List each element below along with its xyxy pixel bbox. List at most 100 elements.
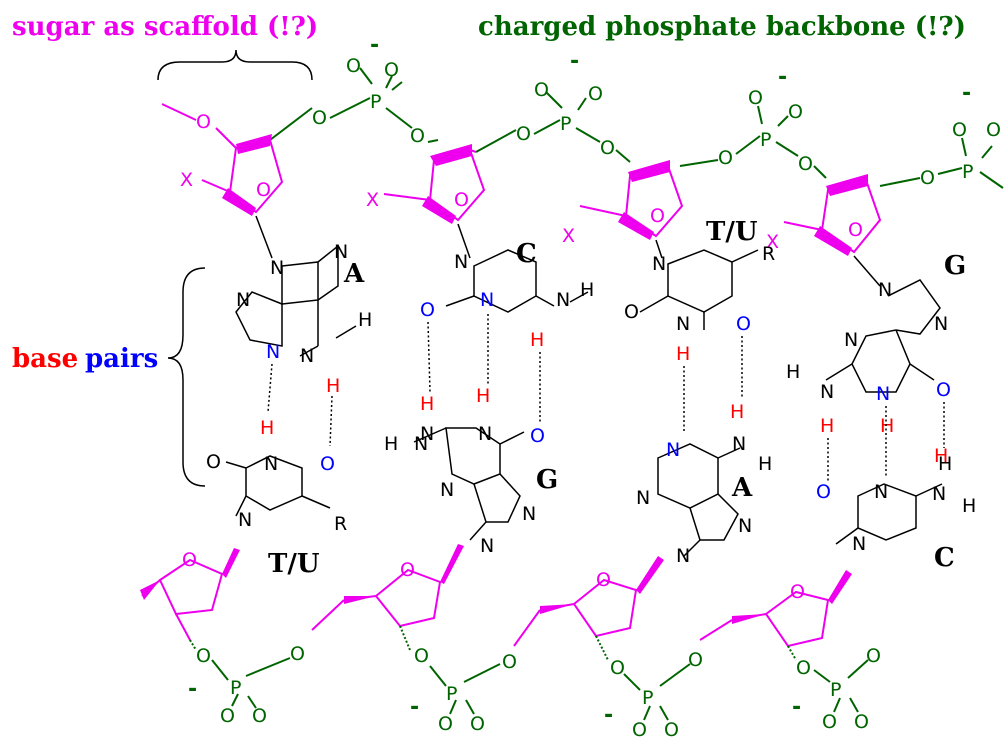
svg-text:O: O (182, 549, 197, 571)
svg-text:H: H (530, 329, 544, 351)
svg-text:N: N (478, 423, 492, 445)
svg-text:O: O (952, 119, 967, 141)
svg-text:O: O (206, 451, 221, 473)
svg-text:H: H (962, 495, 976, 517)
svg-text:O: O (196, 111, 211, 133)
svg-text:-: - (962, 81, 971, 106)
svg-text:O: O (196, 645, 211, 667)
svg-text:N: N (522, 503, 536, 525)
nucleotide-bottom-2: G (536, 465, 558, 495)
svg-text:N: N (480, 535, 494, 557)
svg-text:P: P (642, 687, 653, 709)
svg-text:N: N (420, 423, 434, 445)
svg-text:H: H (730, 401, 744, 423)
svg-text:-: - (792, 695, 801, 720)
svg-text:O: O (414, 645, 429, 667)
svg-text:O: O (688, 649, 703, 671)
top-sugar-atoms: O X O X O X O X O (180, 111, 863, 253)
svg-text:O: O (320, 453, 335, 475)
svg-text:X: X (562, 225, 575, 247)
svg-text:O: O (920, 167, 935, 189)
svg-text:O: O (312, 107, 327, 129)
svg-text:N: N (844, 329, 858, 351)
svg-text:O: O (624, 301, 639, 323)
svg-text:N: N (676, 313, 690, 335)
svg-text:O: O (400, 559, 415, 581)
svg-text:O: O (822, 711, 837, 733)
svg-text:P: P (962, 161, 973, 183)
svg-text:O: O (256, 179, 271, 201)
svg-text:N: N (820, 381, 834, 403)
svg-text:N: N (636, 487, 650, 509)
svg-text:N: N (270, 257, 284, 279)
bottom-sugar-wedges (140, 544, 852, 624)
nucleotide-top-1: A (343, 259, 365, 289)
svg-text:N: N (932, 483, 946, 505)
top-phosphate-atoms: O P O O O - O P O O O - O P O O O - O P … (312, 33, 1001, 189)
svg-text:R: R (334, 513, 347, 535)
svg-text:H: H (934, 445, 948, 467)
sugar-brace (157, 49, 313, 81)
svg-text:O: O (420, 299, 435, 321)
svg-text:H: H (260, 417, 274, 439)
svg-text:-: - (778, 65, 787, 90)
svg-text:N: N (300, 345, 314, 367)
bottom-phosphate-atoms: O P O O O - O P O O O - O P O O O - O P … (188, 643, 881, 741)
svg-text:O: O (748, 87, 763, 109)
svg-text:N: N (334, 241, 348, 263)
svg-text:N: N (676, 545, 690, 567)
bottom-sugar-atoms: O O O O (182, 549, 805, 603)
top-base-atoms: N N N N H N H N N O N H H N R O N O H N … (236, 241, 951, 437)
svg-text:H: H (476, 385, 490, 407)
svg-text:O: O (384, 59, 399, 81)
svg-text:O: O (454, 189, 469, 211)
top-sugar-wedges (222, 134, 868, 256)
svg-text:O: O (848, 219, 863, 241)
svg-text:N: N (480, 289, 494, 311)
svg-text:-: - (188, 677, 197, 702)
nucleotide-top-4: G (944, 251, 966, 281)
bottom-sugars (141, 558, 830, 648)
svg-text:O: O (252, 705, 267, 727)
svg-text:N: N (238, 509, 252, 531)
svg-text:N: N (874, 481, 888, 503)
svg-text:N: N (454, 251, 468, 273)
svg-text:O: O (588, 83, 603, 105)
svg-text:H: H (420, 393, 434, 415)
svg-text:N: N (732, 433, 746, 455)
svg-text:P: P (760, 129, 771, 151)
base-pairs-brace (167, 267, 206, 487)
svg-text:O: O (986, 119, 1001, 141)
svg-text:O: O (796, 657, 811, 679)
hydrogen-bonds (267, 314, 945, 482)
svg-text:O: O (534, 79, 549, 101)
svg-text:N: N (414, 433, 428, 455)
svg-text:R: R (762, 243, 775, 265)
svg-text:O: O (650, 205, 665, 227)
svg-text:N: N (876, 383, 890, 405)
svg-text:X: X (180, 169, 193, 191)
bottom-base-atoms: O N O N R H H N H N N H O N N N N N H H … (206, 385, 976, 567)
svg-text:-: - (370, 33, 379, 58)
svg-text:N: N (878, 279, 892, 301)
svg-text:O: O (220, 705, 235, 727)
svg-text:P: P (446, 683, 457, 705)
svg-text:O: O (736, 313, 751, 335)
svg-text:O: O (936, 379, 951, 401)
svg-text:X: X (366, 189, 379, 211)
nucleotide-top-2: C (516, 239, 537, 269)
svg-text:N: N (264, 453, 278, 475)
svg-text:O: O (470, 713, 485, 735)
svg-text:O: O (600, 137, 615, 159)
svg-text:N: N (666, 439, 680, 461)
svg-text:N: N (652, 253, 666, 275)
svg-text:O: O (632, 719, 647, 741)
svg-text:N: N (934, 313, 948, 335)
svg-text:O: O (596, 569, 611, 591)
svg-text:O: O (664, 719, 679, 741)
svg-text:-: - (570, 49, 579, 74)
svg-text:O: O (790, 581, 805, 603)
base-pairs-label-base: base (12, 344, 78, 374)
svg-text:O: O (610, 657, 625, 679)
svg-text:N: N (556, 289, 570, 311)
